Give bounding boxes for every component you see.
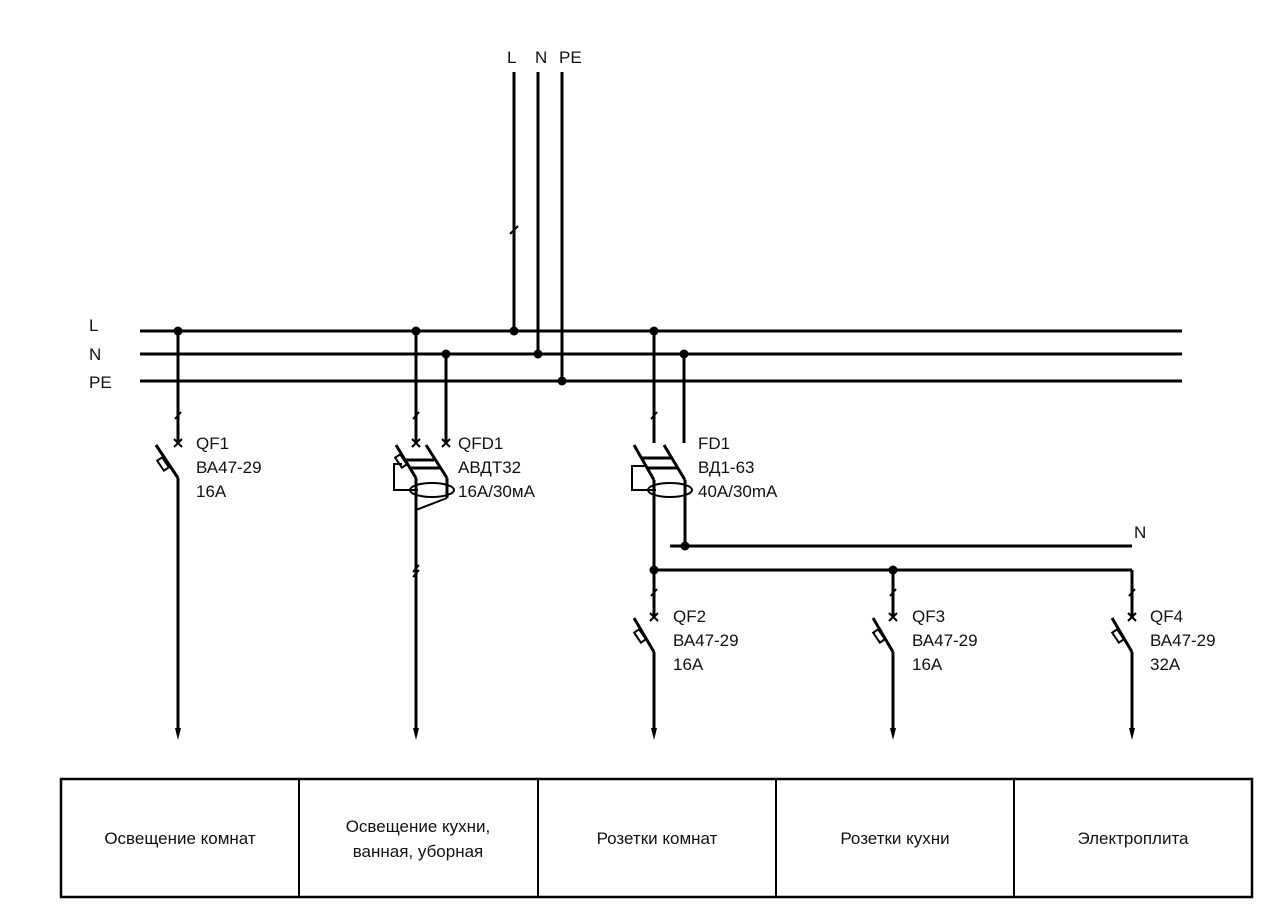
rcd-fd1 xyxy=(631,326,1132,570)
breaker-qf1 xyxy=(154,326,183,740)
breaker-qf2 xyxy=(632,570,659,740)
fd1-designation: FD1 xyxy=(698,434,730,453)
qf2-rating: 16A xyxy=(673,655,704,674)
qf4-model: ВА47-29 xyxy=(1150,631,1216,650)
bus-label-l: L xyxy=(89,316,98,335)
fd1-rating: 40A/30mA xyxy=(698,482,778,501)
rcd-neutral-label: N xyxy=(1134,523,1146,542)
load-cell: Электроплита xyxy=(1077,829,1189,848)
single-line-tick-mark xyxy=(509,225,519,235)
supply-label-l: L xyxy=(507,48,516,67)
breaker-qf3 xyxy=(871,570,898,740)
load-cell: Розетки комнат xyxy=(597,829,718,848)
qfd1-designation: QFD1 xyxy=(458,434,503,453)
breaker-qf4 xyxy=(1110,570,1137,740)
load-cell: Розетки кухни xyxy=(840,829,949,848)
load-cell: Освещение комнат xyxy=(104,829,256,848)
load-cell: ванная, уборная xyxy=(353,842,484,861)
junction-dot xyxy=(509,326,519,336)
qf3-designation: QF3 xyxy=(912,607,945,626)
qf2-model: ВА47-29 xyxy=(673,631,739,650)
fd1-model: ВД1-63 xyxy=(698,458,755,477)
junction-dot xyxy=(557,376,567,386)
qf1-rating: 16A xyxy=(196,482,227,501)
qf2-designation: QF2 xyxy=(673,607,706,626)
loads-table: Освещение комнат Освещение кухни, ванная… xyxy=(59,777,1254,899)
bus-label-n: N xyxy=(89,345,101,364)
rcbo-qfd1 xyxy=(393,326,455,740)
qfd1-rating: 16А/30мА xyxy=(458,482,536,501)
qf4-rating: 32A xyxy=(1150,655,1181,674)
junction-dot xyxy=(533,349,543,359)
load-cell: Освещение кухни, xyxy=(346,817,491,836)
qf3-model: ВА47-29 xyxy=(912,631,978,650)
qfd1-model: АВДТ32 xyxy=(458,458,521,477)
qf1-designation: QF1 xyxy=(196,434,229,453)
qf1-model: ВА47-29 xyxy=(196,458,262,477)
supply-label-pe: PE xyxy=(559,48,582,67)
supply-label-n: N xyxy=(535,48,547,67)
qf3-rating: 16A xyxy=(912,655,943,674)
bus-label-pe: PE xyxy=(89,373,112,392)
qf4-designation: QF4 xyxy=(1150,607,1183,626)
